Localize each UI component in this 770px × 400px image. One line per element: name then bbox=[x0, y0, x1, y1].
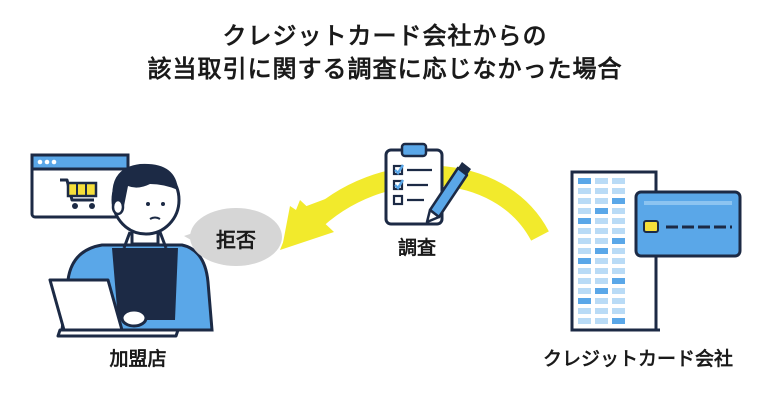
pencil-icon bbox=[425, 162, 471, 224]
building-window bbox=[578, 288, 591, 294]
title-line-1: クレジットカード会社からの bbox=[222, 22, 548, 50]
building-window bbox=[612, 268, 625, 274]
building-window bbox=[595, 298, 608, 304]
building-window bbox=[578, 248, 591, 254]
building-window bbox=[578, 278, 591, 284]
shopping-cart-icon bbox=[60, 178, 98, 209]
building-window bbox=[595, 268, 608, 274]
laptop bbox=[48, 278, 180, 338]
building-window bbox=[612, 278, 625, 284]
building-window bbox=[595, 288, 608, 294]
building-window bbox=[612, 178, 625, 184]
building-window bbox=[595, 238, 608, 244]
building-window bbox=[578, 208, 591, 214]
building-window bbox=[612, 238, 625, 244]
building-window bbox=[612, 208, 625, 214]
building-window bbox=[595, 248, 608, 254]
building-window bbox=[595, 218, 608, 224]
refusal-label: 拒否 bbox=[216, 228, 256, 252]
building-window bbox=[595, 198, 608, 204]
building-window bbox=[612, 218, 625, 224]
building-window bbox=[578, 178, 591, 184]
clipboard-checklist-icon bbox=[384, 142, 444, 226]
building-window bbox=[595, 258, 608, 264]
building-window bbox=[578, 198, 591, 204]
building-window bbox=[612, 248, 625, 254]
building-window bbox=[578, 308, 591, 314]
refusal-speech-bubble bbox=[184, 208, 282, 266]
building-window bbox=[612, 188, 625, 194]
building-window bbox=[578, 318, 591, 324]
building-window bbox=[612, 308, 625, 314]
page-title: クレジットカード会社からの 該当取引に関する調査に応じなかった場合 bbox=[0, 20, 770, 86]
survey-label: 調査 bbox=[397, 237, 436, 259]
building-window bbox=[578, 188, 591, 194]
building-window bbox=[578, 228, 591, 234]
building-window bbox=[578, 258, 591, 264]
credit-card-icon bbox=[634, 190, 742, 258]
building-window bbox=[595, 308, 608, 314]
building-window bbox=[612, 288, 625, 294]
building-window bbox=[612, 298, 625, 304]
building-window bbox=[578, 298, 591, 304]
building-window bbox=[595, 208, 608, 214]
title-line-2: 該当取引に関する調査に応じなかった場合 bbox=[147, 55, 623, 83]
merchant-label: 加盟店 bbox=[109, 348, 167, 370]
building-window bbox=[578, 238, 591, 244]
building-window bbox=[578, 218, 591, 224]
building-window bbox=[595, 228, 608, 234]
building-window bbox=[595, 188, 608, 194]
building-window bbox=[595, 278, 608, 284]
card-company-label: クレジットカード会社 bbox=[542, 348, 733, 370]
building-window bbox=[578, 268, 591, 274]
building-window bbox=[612, 198, 625, 204]
building-window bbox=[612, 228, 625, 234]
building-window bbox=[595, 318, 608, 324]
building-window bbox=[612, 258, 625, 264]
building-window bbox=[595, 178, 608, 184]
building-window bbox=[612, 318, 625, 324]
